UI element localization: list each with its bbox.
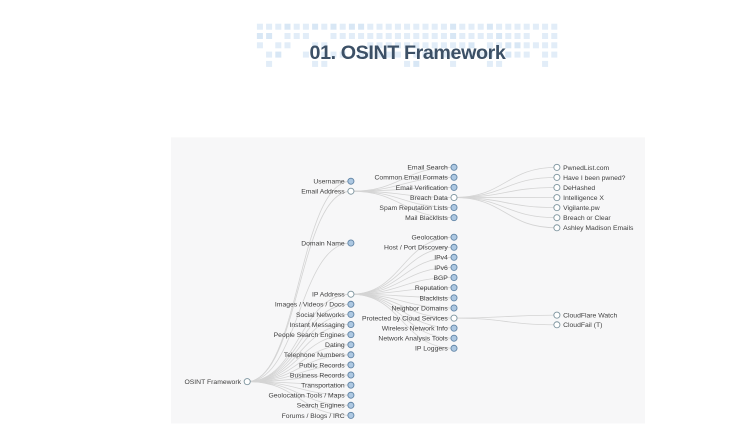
svg-text:IP Loggers: IP Loggers	[415, 346, 448, 353]
svg-text:BGP: BGP	[433, 275, 448, 282]
svg-text:Mail Blacklists: Mail Blacklists	[405, 215, 448, 222]
svg-text:PwnedList.com: PwnedList.com	[563, 165, 609, 172]
svg-text:Business Records: Business Records	[290, 372, 345, 379]
svg-text:Neighbor Domains: Neighbor Domains	[392, 305, 449, 312]
svg-text:Images / Videos / Docs: Images / Videos / Docs	[275, 302, 345, 309]
svg-text:Public Records: Public Records	[299, 362, 345, 369]
svg-text:OSINT Framework: OSINT Framework	[184, 379, 241, 386]
svg-text:Reputation: Reputation	[415, 285, 448, 292]
svg-text:Have I been pwned?: Have I been pwned?	[563, 175, 626, 182]
svg-text:Breach Data: Breach Data	[410, 195, 448, 202]
svg-text:Host / Port Discovery: Host / Port Discovery	[384, 245, 448, 252]
svg-text:Email Search: Email Search	[407, 165, 448, 172]
svg-text:Vigilante.pw: Vigilante.pw	[563, 205, 600, 212]
svg-text:Ashley Madison Emails: Ashley Madison Emails	[563, 225, 634, 232]
svg-text:Social Networks: Social Networks	[296, 312, 345, 319]
svg-text:Geolocation: Geolocation	[412, 235, 448, 242]
svg-text:People Search Engines: People Search Engines	[274, 332, 346, 339]
svg-text:Telephone Numbers: Telephone Numbers	[284, 352, 345, 359]
svg-text:Breach or Clear: Breach or Clear	[563, 215, 611, 222]
svg-text:Username: Username	[313, 179, 345, 186]
svg-text:DeHashed: DeHashed	[563, 185, 595, 192]
svg-text:Protected by Cloud Services: Protected by Cloud Services	[362, 316, 448, 323]
svg-text:Intelligence X: Intelligence X	[563, 195, 604, 202]
svg-text:Spam Reputation Lists: Spam Reputation Lists	[379, 205, 448, 212]
svg-text:Forums / Blogs / IRC: Forums / Blogs / IRC	[282, 413, 345, 420]
svg-text:Email Address: Email Address	[301, 189, 345, 196]
svg-text:Instant Messaging: Instant Messaging	[290, 322, 345, 329]
svg-text:CloudFlare Watch: CloudFlare Watch	[563, 313, 617, 320]
svg-text:Email Verification: Email Verification	[396, 185, 448, 192]
svg-text:Search Engines: Search Engines	[297, 403, 346, 410]
svg-text:IPv6: IPv6	[434, 265, 448, 272]
svg-text:Common Email Formats: Common Email Formats	[375, 175, 449, 182]
svg-text:Wireless Network Info: Wireless Network Info	[382, 326, 448, 333]
svg-text:IP Address: IP Address	[312, 292, 345, 299]
svg-text:Blacklists: Blacklists	[419, 295, 448, 302]
svg-text:CloudFail (T): CloudFail (T)	[563, 322, 602, 329]
svg-text:IPv4: IPv4	[434, 255, 448, 262]
svg-text:Network Analysis Tools: Network Analysis Tools	[378, 336, 448, 343]
svg-text:Transportation: Transportation	[301, 383, 345, 390]
svg-text:01. OSINT Framework: 01. OSINT Framework	[310, 42, 506, 64]
svg-text:Domain Name: Domain Name	[301, 240, 345, 247]
svg-text:Geolocation Tools / Maps: Geolocation Tools / Maps	[268, 393, 345, 400]
svg-text:Dating: Dating	[325, 342, 345, 349]
